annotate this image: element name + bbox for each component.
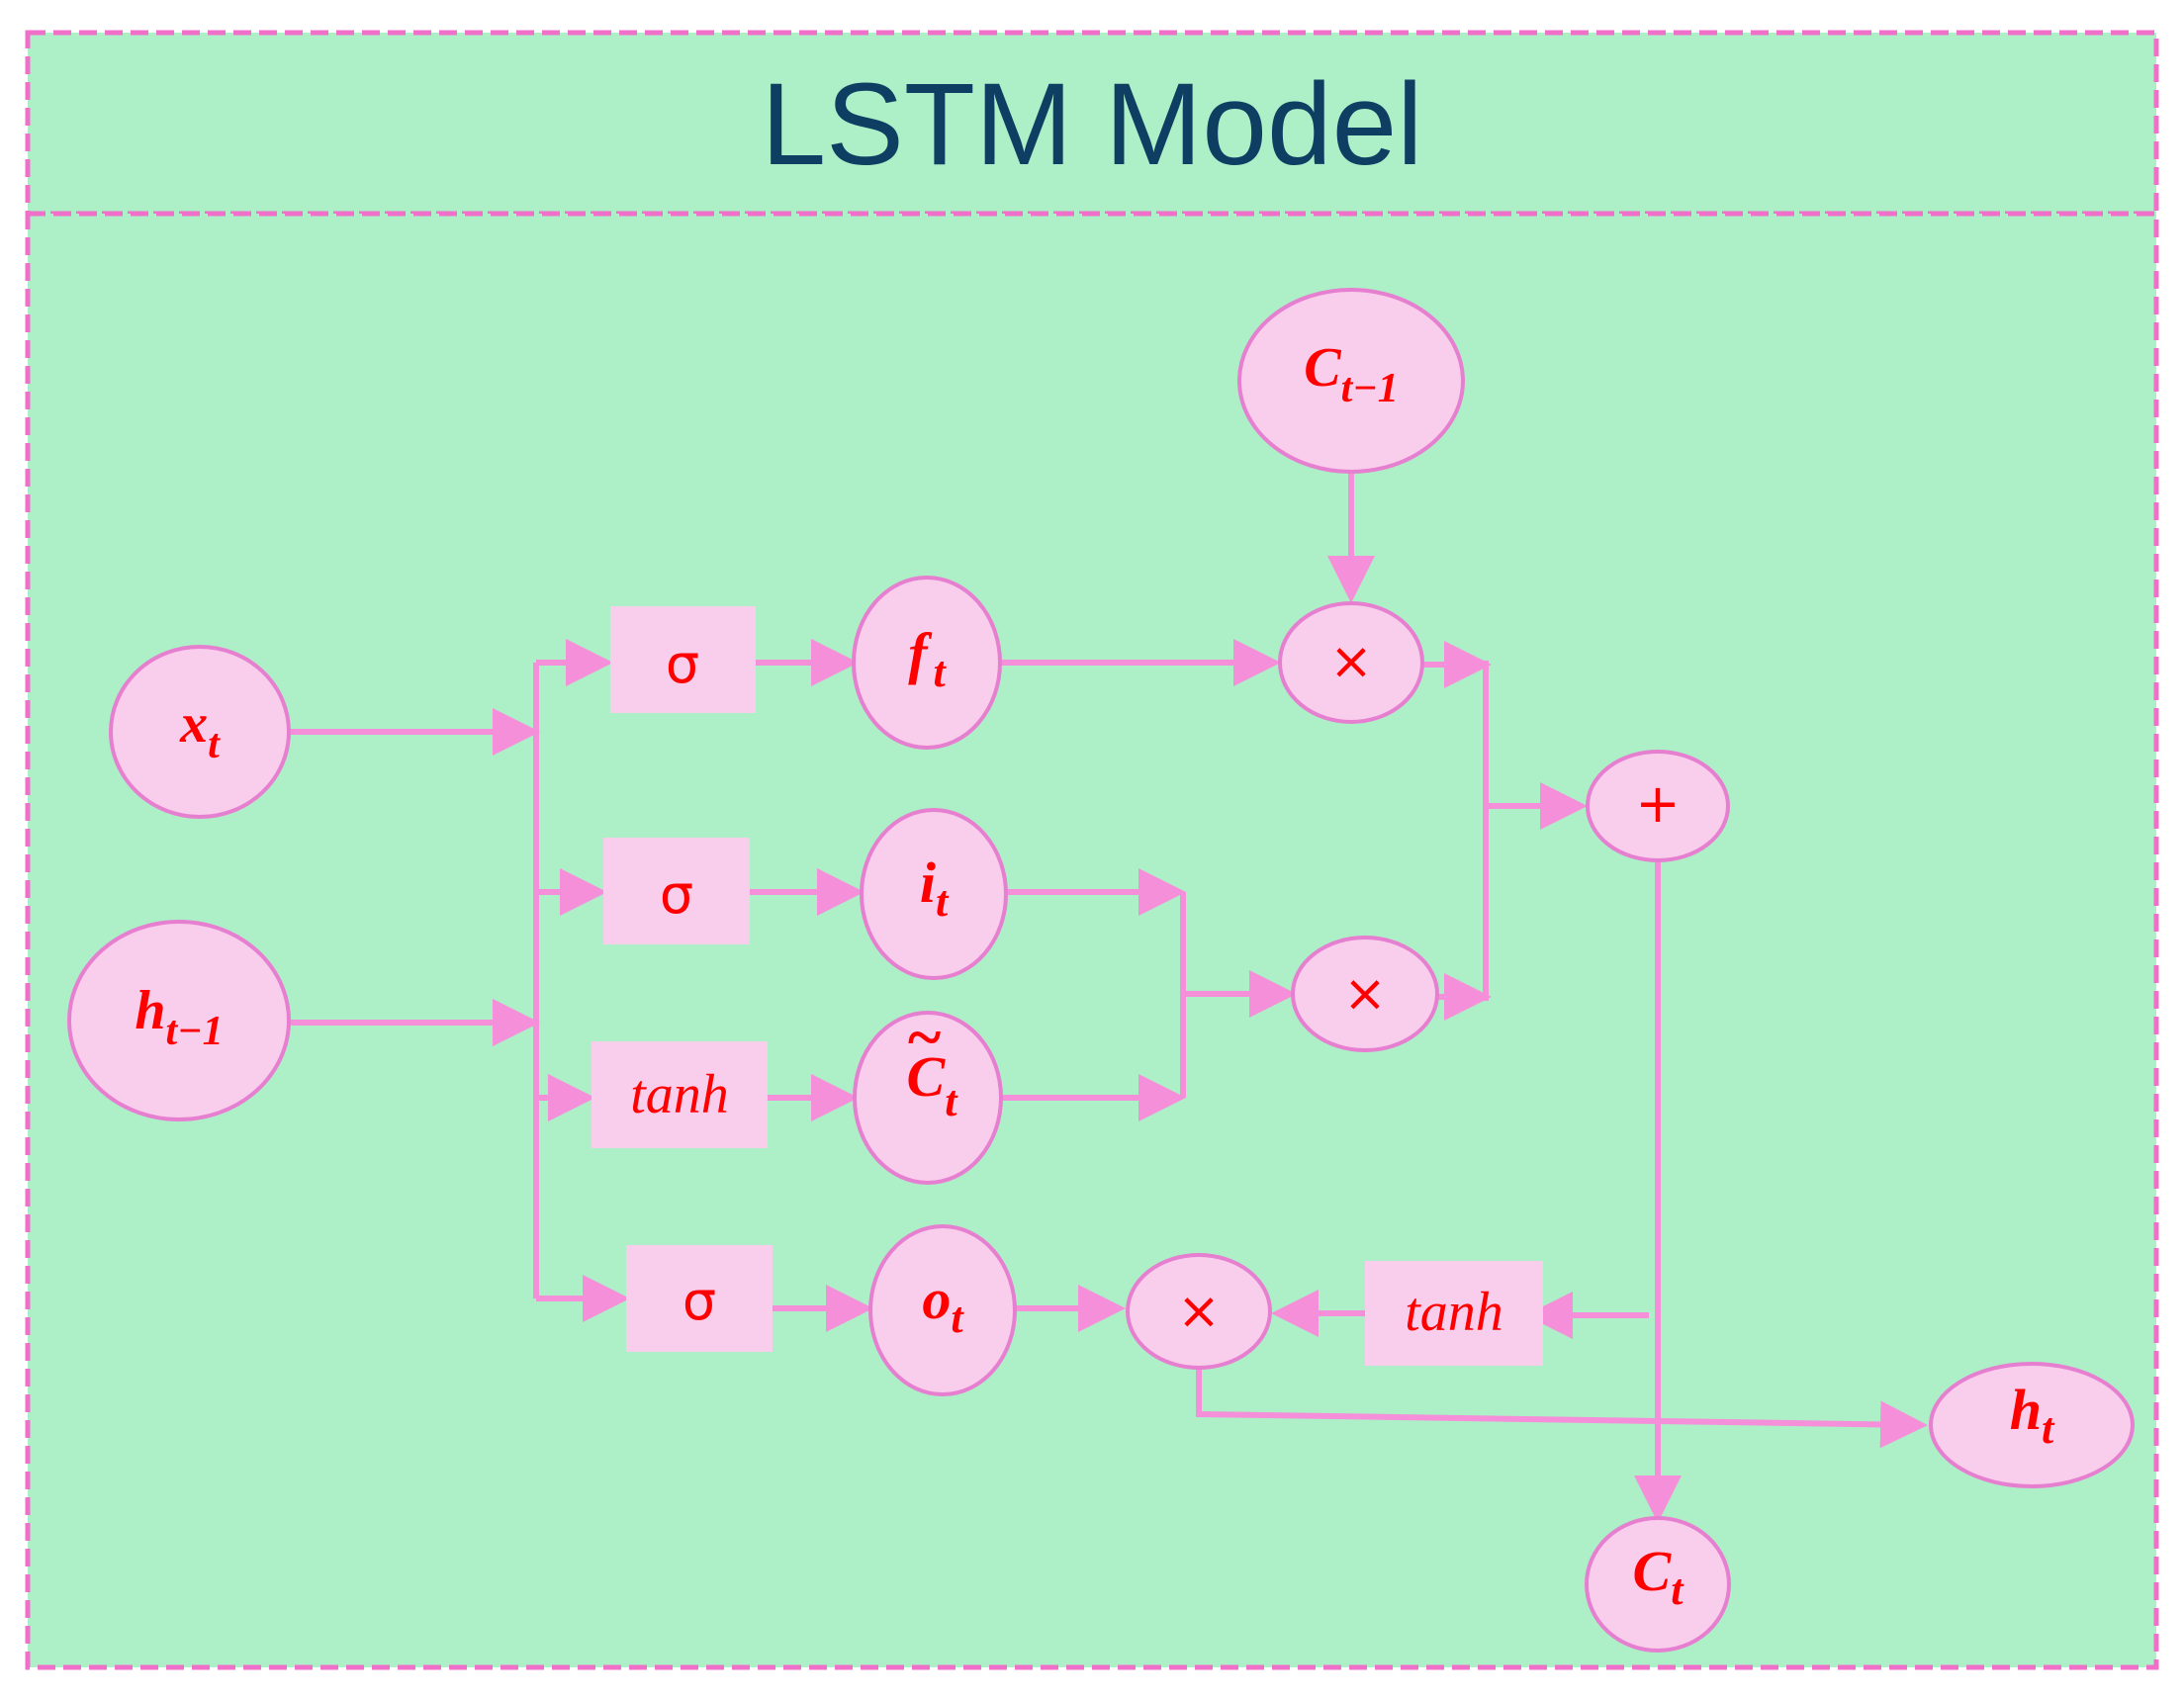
x-subscript: t <box>208 722 221 767</box>
svg-text:Ct−1: Ct−1 <box>1304 337 1398 411</box>
o-subscript: t <box>951 1294 964 1342</box>
ctilde-symbol: C <box>907 1044 947 1109</box>
svg-text:Ct: Ct <box>907 1044 959 1125</box>
cell-add-symbol: + <box>1635 772 1680 835</box>
ctilde-accent: ~ <box>906 1002 942 1072</box>
output-gate: σ <box>626 1245 773 1352</box>
connections <box>290 473 1928 1523</box>
o-symbol: o <box>922 1267 951 1331</box>
candidate-gate-label: tanh <box>630 1064 729 1125</box>
c-prev-subscript: t−1 <box>1341 366 1399 411</box>
forget-multiply-symbol: × <box>1329 632 1373 691</box>
forget-gate: σ <box>610 606 756 713</box>
page-title: LSTM Model <box>762 59 1423 190</box>
output-tanh-label: tanh <box>1405 1282 1503 1343</box>
input-gate: σ <box>603 838 750 944</box>
title-panel <box>25 30 2159 217</box>
candidate-state-node: Ct ~ <box>853 1002 1003 1185</box>
input-gate-label: σ <box>660 863 693 926</box>
output-multiply-node: × <box>1126 1253 1272 1370</box>
svg-text:Ct: Ct <box>1633 1539 1685 1614</box>
i-symbol: i <box>920 850 936 915</box>
output-c-node: Ct <box>1585 1516 1731 1653</box>
input-h-prev-node: ht−1 <box>67 920 291 1121</box>
output-tanh-box: tanh <box>1365 1261 1543 1366</box>
cell-add-node: + <box>1586 750 1730 862</box>
forget-multiply-node: × <box>1278 601 1424 724</box>
x-symbol: x <box>179 693 208 755</box>
forget-gate-label: σ <box>666 633 699 695</box>
candidate-gate: tanh <box>592 1041 768 1148</box>
c-out-subscript: t <box>1671 1565 1684 1614</box>
c-out-symbol: C <box>1633 1539 1673 1603</box>
svg-text:ht−1: ht−1 <box>135 980 223 1054</box>
output-h-node: ht <box>1929 1362 2135 1488</box>
i-subscript: t <box>936 877 950 926</box>
f-subscript: t <box>934 648 948 696</box>
svg-text:it: it <box>920 850 950 926</box>
ctilde-subscript: t <box>945 1077 958 1125</box>
output-gate-label: σ <box>682 1270 716 1332</box>
svg-text:ht: ht <box>2010 1378 2055 1453</box>
h-out-symbol: h <box>2010 1378 2042 1442</box>
output-multiply-symbol: × <box>1177 1282 1221 1341</box>
input-multiply-node: × <box>1291 936 1439 1052</box>
h-prev-subscript: t−1 <box>166 1009 224 1054</box>
input-x-node: xt <box>109 645 291 819</box>
input-state-node: it <box>860 808 1008 980</box>
input-c-prev-node: Ct−1 <box>1237 288 1465 474</box>
diagram-panel <box>25 211 2159 1670</box>
output-state-node: ot <box>868 1224 1017 1396</box>
svg-text:ot: ot <box>922 1267 964 1342</box>
arrow-multiply-to-h-out <box>1196 1368 1928 1449</box>
h-out-subscript: t <box>2042 1404 2055 1453</box>
input-multiply-symbol: × <box>1343 964 1387 1024</box>
svg-text:xt: xt <box>179 693 221 767</box>
c-prev-symbol: C <box>1304 337 1341 399</box>
h-prev-symbol: h <box>135 980 165 1041</box>
